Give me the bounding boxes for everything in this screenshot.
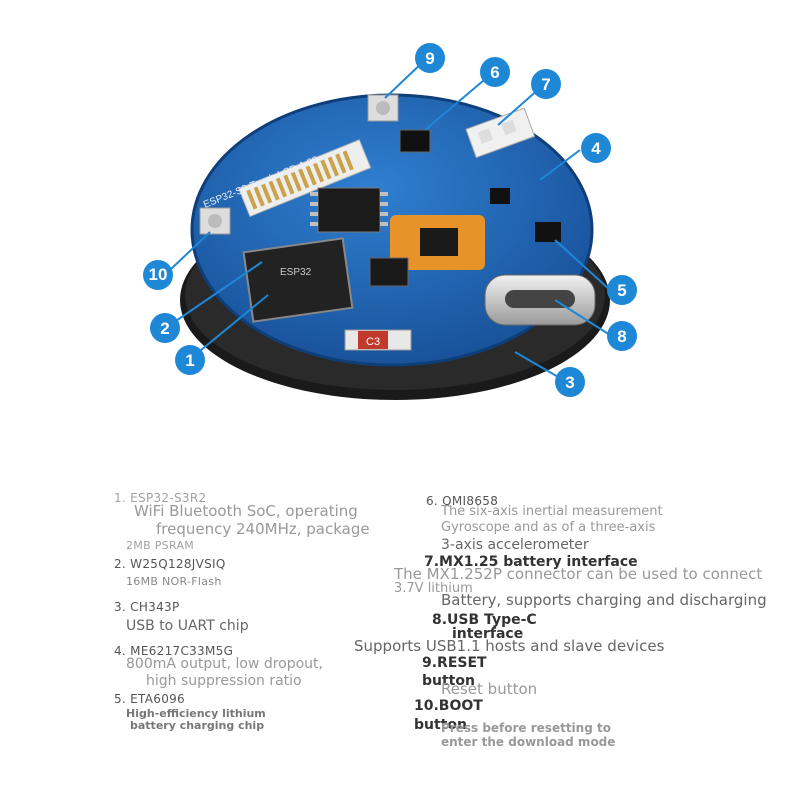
spec-4-desc-line1: 800mA output, low dropout, (126, 656, 323, 672)
leader-lines (169, 59, 611, 379)
spec-4-desc-line2: high suppression ratio (146, 673, 302, 689)
callout-5: 5 (607, 275, 637, 305)
board-illustration: ESP32-S3-Touch-LCD-1.28 ESP32 (143, 43, 637, 400)
spec-2-desc: 16MB NOR-Flash (126, 575, 222, 588)
spec-6-code: 6. QMI8658 (426, 494, 499, 508)
spec-7-desc-line2: 3.7V lithium (394, 581, 473, 596)
small-ic-c (535, 222, 561, 242)
spec-9-code: 9.RESET (422, 655, 487, 671)
spec-10-desc-line1: Press before resetting to (441, 721, 611, 735)
svg-text:5: 5 (617, 281, 626, 300)
callout-2: 2 (150, 313, 180, 343)
reset-button-part (367, 94, 399, 122)
svg-text:4: 4 (591, 139, 601, 158)
spec-4-code: 4. ME6217C33M5G (114, 644, 234, 658)
spec-10-code: 10.BOOT (414, 698, 483, 714)
spec-6-desc-line1: The six-axis inertial measurement (441, 504, 663, 519)
callout-4: 4 (581, 133, 611, 163)
fpc-connector (238, 139, 372, 218)
spec-1-desc-line2: frequency 240MHz, package (156, 520, 370, 538)
esp32-chip-label: ESP32 (280, 267, 312, 278)
spec-6-desc-line3: 3-axis accelerometer (441, 537, 589, 553)
spec-3-desc: USB to UART chip (126, 618, 249, 634)
flash-chip (310, 187, 388, 233)
spec-1-desc-line3: 2MB PSRAM (126, 539, 195, 552)
spec-8-desc: Supports USB1.1 hosts and slave devices (354, 637, 665, 655)
imu-chip (399, 129, 431, 153)
svg-text:9: 9 (425, 49, 434, 68)
spec-9-code-line2: button (422, 673, 475, 689)
callout-3: 3 (555, 367, 585, 397)
battery-pad: C3 (344, 329, 412, 351)
battery-connector (465, 107, 536, 159)
spec-9-desc: Reset button (441, 680, 538, 698)
spec-8-code: 8.USB Type-C (432, 612, 537, 628)
svg-text:7: 7 (541, 75, 550, 94)
spec-2-code: 2. W25Q128JVSIQ (114, 557, 226, 571)
spec-3-code: 3. CH343P (114, 600, 180, 614)
small-ic-b (490, 188, 510, 204)
usb-c-port (484, 274, 596, 326)
svg-text:3: 3 (565, 373, 574, 392)
small-ic-a (369, 257, 409, 287)
svg-text:2: 2 (160, 319, 169, 338)
callout-8: 8 (607, 321, 637, 351)
callout-6: 6 (480, 57, 510, 87)
callout-1: 1 (175, 345, 205, 375)
svg-text:6: 6 (490, 63, 499, 82)
spec-5-desc-line1: High-efficiency lithium (126, 707, 266, 720)
svg-text:8: 8 (617, 327, 626, 346)
spec-7-desc-line3: Battery, supports charging and dischargi… (441, 591, 767, 609)
spec-1-code: 1. ESP32-S3R2 (114, 491, 207, 505)
spec-10-code-line2: button (414, 717, 467, 733)
svg-text:1: 1 (185, 351, 194, 370)
spec-5-code: 5. ETA6096 (114, 692, 185, 706)
spec-7-code: 7.MX1.25 battery interface (424, 554, 638, 570)
spec-8-code-line2: interface (452, 626, 524, 642)
callout-10: 10 (143, 260, 173, 290)
esp32-chip: ESP32 (242, 237, 354, 323)
spec-7-desc-line1: The MX1.252P connector can be used to co… (394, 565, 763, 583)
spec-10-desc-line2: enter the download mode (441, 735, 616, 749)
svg-text:10: 10 (149, 265, 168, 284)
ch343-chip (390, 215, 485, 270)
battery-pad-label: C3 (366, 336, 380, 348)
callout-7: 7 (531, 69, 561, 99)
spec-5-desc-line2: battery charging chip (130, 719, 265, 732)
callout-9: 9 (415, 43, 445, 73)
spec-1-desc-line1: WiFi Bluetooth SoC, operating (134, 502, 358, 520)
boot-button-part (199, 207, 231, 235)
spec-6-desc-line2: Gyroscope and as of a three-axis (441, 520, 656, 535)
